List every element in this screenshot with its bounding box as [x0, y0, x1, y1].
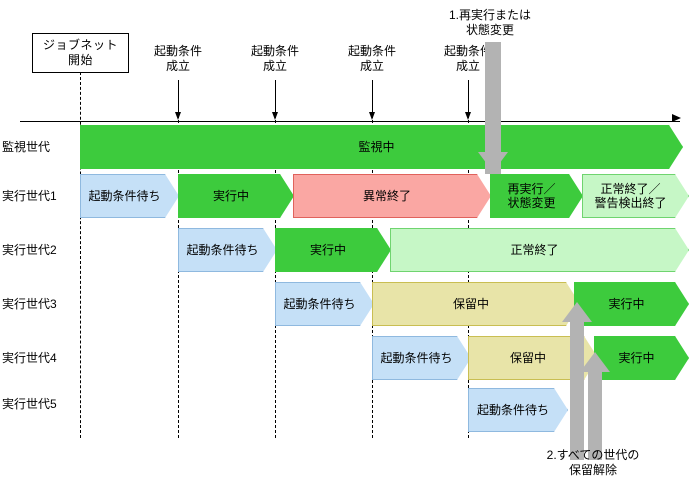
abnormal-end-bar-label: 異常終了 [362, 189, 411, 203]
normal-end-warn-bar[interactable]: 正常終了／ 警告検出終了 [582, 174, 689, 218]
wait-bar-label: 起動条件待ち [380, 351, 453, 365]
running-bar-label: 実行中 [618, 351, 655, 365]
rerun-bar-label: 再実行／ 状態変更 [507, 182, 556, 210]
jobnet-start-line1: ジョブネット [42, 38, 118, 52]
wait-bar-label: 起動条件待ち [186, 243, 259, 257]
running-bar[interactable]: 実行中 [275, 228, 391, 272]
annotation-1: 1.再実行または 状態変更 [448, 8, 531, 37]
rerun-arrow-shaft [485, 42, 501, 174]
monitoring-bar-label: 監視中 [358, 140, 395, 154]
timeline-axis-arrow-icon [672, 114, 681, 122]
row-label-5: 実行世代4 [2, 351, 57, 365]
wait-bar[interactable]: 起動条件待ち [80, 174, 179, 218]
trigger-arrow-shaft-1 [178, 80, 179, 114]
trigger-label-1: 起動条件 成立 [153, 44, 202, 73]
trigger-arrow-head-icon-1 [175, 112, 181, 120]
normal-end-bar[interactable]: 正常終了 [390, 228, 689, 272]
guide-line-1 [80, 72, 81, 438]
running-bar-label: 実行中 [212, 189, 249, 203]
trigger-arrow-shaft-3 [372, 80, 373, 114]
normal-end-warn-bar-label: 正常終了／ 警告検出終了 [594, 182, 667, 210]
wait-bar-label: 起動条件待ち [88, 189, 161, 203]
running-bar-label: 実行中 [309, 243, 346, 257]
trigger-arrow-head-icon-3 [369, 112, 375, 120]
rerun-arrow-head-icon [478, 152, 508, 172]
hold-bar-label: 保留中 [509, 351, 546, 365]
wait-bar[interactable]: 起動条件待ち [275, 282, 374, 326]
trigger-arrow-head-icon-2 [272, 112, 278, 120]
jobnet-start-box: ジョブネット 開始 [32, 33, 129, 73]
trigger-label-4: 起動条件 成立 [443, 44, 492, 73]
wait-bar[interactable]: 起動条件待ち [468, 388, 568, 432]
row-label-1: 監視世代 [2, 140, 51, 154]
wait-bar[interactable]: 起動条件待ち [178, 228, 277, 272]
rerun-bar[interactable]: 再実行／ 状態変更 [490, 174, 583, 218]
wait-bar-label: 起動条件待ち [283, 297, 356, 311]
hold-bar-label: 保留中 [452, 297, 489, 311]
row-label-3: 実行世代2 [2, 243, 57, 257]
running-bar-label: 実行中 [608, 297, 645, 311]
hold-release-arrow-head-icon-2 [580, 352, 610, 372]
normal-end-bar-label: 正常終了 [510, 243, 559, 257]
trigger-label-2: 起動条件 成立 [250, 44, 299, 73]
abnormal-end-bar[interactable]: 異常終了 [293, 174, 491, 218]
monitoring-bar[interactable]: 監視中 [80, 125, 683, 169]
timeline-axis [20, 121, 680, 122]
hold-release-arrow-head-icon-1 [562, 302, 592, 322]
trigger-label-3: 起動条件 成立 [347, 44, 396, 73]
trigger-arrow-shaft-2 [275, 80, 276, 114]
trigger-arrow-shaft-4 [468, 80, 469, 114]
hold-release-arrow-shaft-1 [570, 320, 584, 460]
row-label-4: 実行世代3 [2, 297, 57, 311]
hold-bar[interactable]: 保留中 [372, 282, 580, 326]
row-label-6: 実行世代5 [2, 397, 57, 411]
wait-bar-label: 起動条件待ち [476, 403, 549, 417]
jobnet-start-line2: 開始 [67, 53, 93, 67]
row-label-2: 実行世代1 [2, 189, 57, 203]
hold-release-arrow-shaft-2 [588, 370, 602, 460]
wait-bar[interactable]: 起動条件待ち [372, 336, 471, 380]
running-bar[interactable]: 実行中 [178, 174, 294, 218]
trigger-arrow-head-icon-4 [465, 112, 471, 120]
running-bar[interactable]: 実行中 [574, 282, 689, 326]
annotation-2: 2.すべての世代の 保留解除 [546, 448, 640, 477]
